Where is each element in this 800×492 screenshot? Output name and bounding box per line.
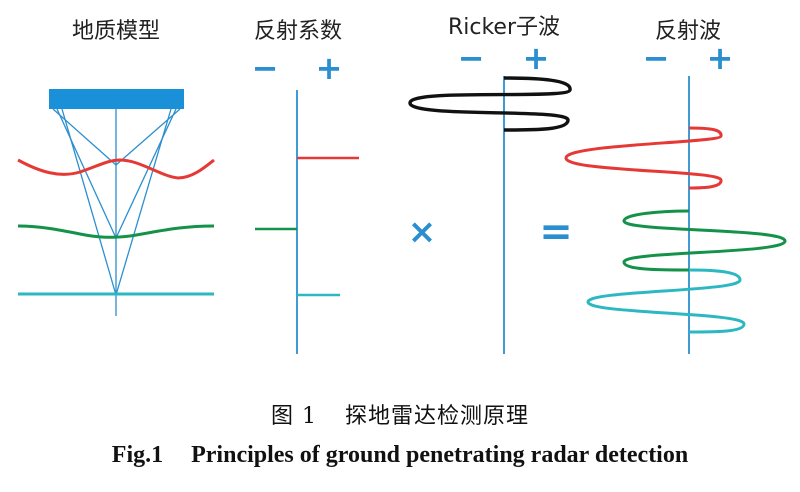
red-interface	[17, 158, 215, 180]
caption-en-label: Fig.1	[111, 442, 164, 468]
multiply-symbol: ×	[408, 212, 437, 252]
reflected-waves	[564, 76, 787, 354]
reflection-coefficients	[255, 90, 359, 354]
figure-caption-english: Fig.1 Principles of ground penetrating ra…	[0, 442, 800, 469]
green-reflection	[622, 209, 787, 272]
minus-sign-reflection: −	[252, 49, 279, 87]
plus-sign-ricker: +	[523, 39, 550, 77]
plus-sign-reflection: +	[316, 49, 343, 87]
reflection-coefficient-title: 反射系数	[254, 19, 342, 44]
wavelet-trace	[408, 76, 572, 132]
ricker-wavelet-title: Ricker子波	[448, 15, 560, 40]
caption-cn-text: 探地雷达检测原理	[344, 404, 529, 429]
green-interface	[17, 224, 215, 239]
reflected-wave-title: 反射波	[655, 19, 721, 44]
caption-en-text: Principles of ground penetrating radar d…	[191, 442, 689, 468]
red-reflection	[564, 126, 723, 190]
ray-paths	[52, 108, 181, 316]
equals-symbol: =	[539, 209, 573, 255]
cyan-reflection	[586, 268, 746, 334]
minus-sign-ricker: −	[458, 39, 485, 77]
caption-cn-label: 图 1	[270, 404, 317, 429]
gpr-principle-diagram: 地质模型 反射系数 Ricker子波 反射波 − + − + − +	[17, 15, 787, 354]
minus-sign-reflected: −	[643, 39, 670, 77]
figure-caption-chinese: 图 1 探地雷达检测原理	[0, 398, 800, 430]
antenna-block	[49, 89, 184, 109]
plus-sign-reflected: +	[707, 39, 734, 77]
model-title: 地质模型	[72, 19, 160, 44]
ricker-wavelet	[408, 76, 572, 354]
geological-model	[17, 89, 215, 316]
